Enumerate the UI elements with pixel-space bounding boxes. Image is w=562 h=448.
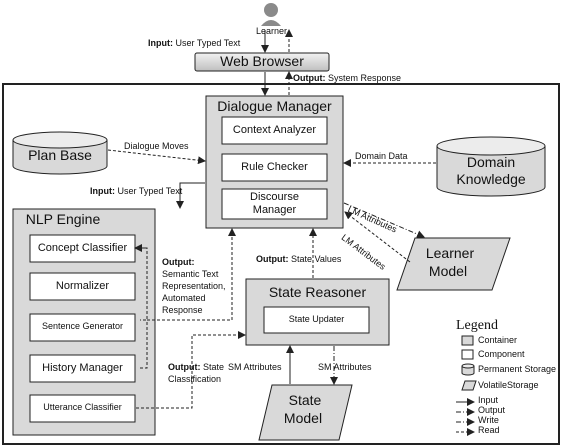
sentence-generator-label: Sentence Generator: [41, 321, 124, 331]
output-prefix: Output:: [293, 73, 326, 83]
concept-classifier-box: [29, 234, 136, 263]
state-values-label: Output: State Values: [256, 254, 342, 265]
domain-knowledge-cylinder: [436, 136, 546, 197]
lm-attributes-read-arrow: [344, 211, 411, 263]
learner-model-line2: Model: [428, 263, 468, 279]
legend-item-permanent-storage: Permanent Storage: [478, 364, 557, 374]
utterance-classifier-label: Utterance Classifier: [43, 402, 122, 412]
plan-base-label: Plan Base: [28, 147, 92, 163]
input-arrow-dm-to-nlp: [176, 182, 205, 209]
sm-attributes-write-label: SM Attributes: [318, 362, 372, 372]
context-analyzer-label: Context Analyzer: [232, 124, 317, 136]
state-model-line1: State: [288, 392, 322, 408]
state-classification-arrow: [136, 331, 246, 409]
nlp-output-bracket: [140, 247, 148, 321]
dialogue-moves-arrow: [107, 149, 206, 165]
input-text: User Typed Text: [175, 38, 241, 48]
browser-input-label: Input: User Typed Text: [148, 38, 241, 49]
history-manager-box: [29, 354, 136, 383]
nlp-output-line4: Response: [162, 305, 203, 315]
legend-arrow-output: Output: [478, 405, 506, 415]
rule-checker-label: Rule Checker: [241, 161, 308, 173]
sm-attributes-read-label: SM Attributes: [228, 362, 282, 372]
discourse-manager-line1: Discourse: [250, 191, 299, 203]
state-classification-label-line1: Output: State: [168, 362, 225, 373]
dialogue-moves-label: Dialogue Moves: [124, 141, 189, 151]
history-manager-label: History Manager: [42, 362, 123, 374]
legend-permanent-storage-swatch: [461, 363, 475, 376]
nlp-input-label: Input: User Typed Text: [90, 186, 183, 197]
utterance-classifier-box: [29, 394, 136, 423]
sentence-generator-box: [29, 313, 136, 342]
discourse-manager-box: [221, 188, 328, 220]
input-prefix: Input:: [148, 38, 173, 48]
legend-container-swatch: [461, 335, 474, 346]
system-response-text: System Response: [328, 73, 402, 83]
system-response-label: Output: System Response: [293, 73, 402, 84]
state-classification-text1: State: [203, 362, 225, 372]
state-model-shape: [258, 384, 353, 441]
web-browser-title: Web Browser: [220, 53, 304, 69]
plan-base-cylinder: [12, 131, 108, 175]
dialogue-manager-title: Dialogue Manager: [217, 98, 332, 114]
state-classification-prefix: Output:: [168, 362, 201, 372]
domain-data-label: Domain Data: [355, 151, 408, 161]
learner-label: Learner: [256, 26, 288, 36]
rule-checker-box: [221, 153, 328, 182]
nlp-output-to-dm-arrow: [147, 228, 236, 321]
legend-arrow-write: Write: [478, 415, 499, 425]
normalizer-box: [29, 272, 136, 301]
state-model-line2: Model: [283, 410, 323, 426]
legend-title: Legend: [456, 318, 498, 333]
nlp-input-text: User Typed Text: [117, 186, 183, 196]
learner-icon: [261, 3, 281, 26]
nlp-input-prefix: Input:: [90, 186, 115, 196]
legend-item-volatile-storage: VolatileStorage: [478, 380, 539, 390]
state-reasoner-title: State Reasoner: [268, 284, 367, 300]
context-analyzer-box: [221, 116, 328, 145]
state-classification-label-line2: Classification: [168, 374, 222, 384]
nlp-engine-title: NLP Engine: [25, 211, 101, 227]
nlp-output-line2: Representation,: [162, 281, 226, 291]
nlp-history-bracket: [140, 320, 148, 369]
legend-component-swatch: [461, 349, 474, 360]
nlp-output-line3: Automated: [162, 293, 206, 303]
legend-item-component: Component: [478, 349, 525, 359]
domain-knowledge-line1: Domain: [466, 154, 516, 170]
learner-model-shape: [396, 237, 511, 291]
nlp-output-line1: Semantic Text: [162, 269, 219, 279]
concept-classifier-label: Concept Classifier: [37, 242, 128, 254]
domain-knowledge-line2: Knowledge: [456, 171, 526, 187]
normalizer-label: Normalizer: [55, 280, 110, 292]
state-values-prefix: Output:: [256, 254, 289, 264]
learner-model-line1: Learner: [425, 245, 475, 261]
legend-arrow-read: Read: [478, 425, 500, 435]
legend-arrow-input: Input: [478, 395, 499, 405]
legend-item-container: Container: [478, 335, 518, 345]
discourse-manager-line2: Manager: [252, 204, 297, 216]
state-updater-label: State Updater: [288, 314, 345, 324]
legend-volatile-storage-swatch: [461, 380, 477, 391]
nlp-output-prefix: Output:: [162, 257, 195, 267]
lm-attributes-write-arrow: [343, 202, 425, 238]
legend: [456, 335, 477, 436]
state-updater-box: [263, 306, 370, 334]
state-values-text: State Values: [291, 254, 342, 264]
web-browser-box: [194, 52, 330, 72]
